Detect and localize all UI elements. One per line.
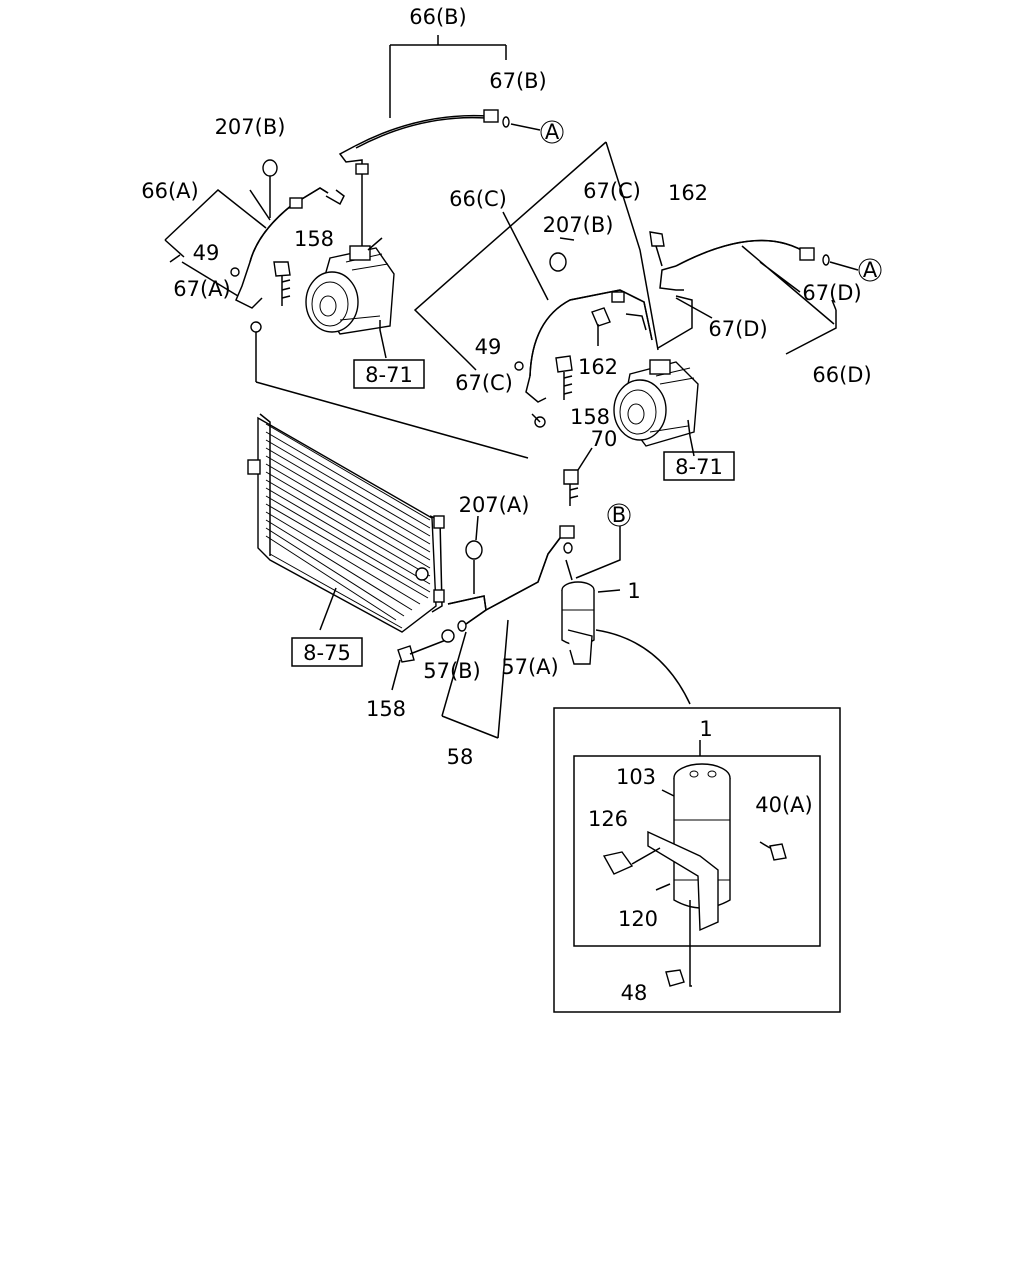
callout-a-right: A (858, 258, 882, 282)
callout-b: B (607, 503, 631, 527)
label-158-bottom: 158 (366, 697, 406, 721)
label-67d-mid: 67(D) (708, 317, 767, 341)
label-58: 58 (447, 745, 474, 769)
compressor-right (613, 359, 699, 457)
label-57a: 57(A) (501, 655, 558, 679)
label-48: 48 (621, 981, 648, 1005)
label-67d-right: 67(D) (802, 281, 861, 305)
detail-box (553, 707, 841, 1013)
bolt-162-mid (591, 307, 611, 346)
label-207a: 207(A) (459, 493, 530, 517)
label-207b-mid: 207(B) (543, 213, 614, 237)
ref-box-8-71-right: 8-71 (663, 451, 735, 481)
label-40a: 40(A) (755, 793, 812, 817)
bolt-158-bottom (391, 629, 455, 691)
leader-67a (255, 381, 529, 459)
label-162-mid: 162 (578, 355, 618, 379)
label-67b: 67(B) (489, 69, 547, 93)
label-70: 70 (591, 427, 618, 451)
ref-8-71-right: 8-71 (675, 455, 723, 479)
compressor-left (305, 237, 395, 359)
label-49-mid: 49 (475, 335, 502, 359)
label-detail-1: 1 (699, 717, 712, 741)
callout-a-label: A (545, 120, 560, 144)
label-126: 126 (588, 807, 628, 831)
label-67a: 67(A) (173, 277, 230, 301)
label-207b-left: 207(B) (215, 115, 286, 139)
callout-b-label: B (612, 503, 626, 527)
label-1: 1 (627, 579, 640, 603)
hose-66a (164, 159, 345, 382)
label-66c: 66(C) (449, 187, 507, 211)
hose-66d (649, 231, 859, 355)
label-162-top: 162 (668, 181, 708, 205)
label-158-top: 158 (294, 227, 334, 251)
label-49-left: 49 (193, 241, 220, 265)
label-120: 120 (618, 907, 658, 931)
pipes-57-58 (441, 515, 575, 739)
receiver-drier (561, 526, 691, 705)
label-57b: 57(B) (423, 659, 481, 683)
callout-a-top: A (540, 120, 564, 144)
label-158-mid: 158 (570, 405, 610, 429)
ref-8-75: 8-75 (303, 641, 351, 665)
ref-8-71-left: 8-71 (365, 363, 413, 387)
bolt-158-top (273, 261, 291, 306)
labels: 66(B) 67(B) 207(B) 66(A) 49 158 67(A) 66… (141, 5, 871, 1005)
ref-box-8-71-left: 8-71 (353, 359, 425, 389)
label-66d: 66(D) (812, 363, 871, 387)
bolt-70 (563, 447, 593, 506)
label-67c-top: 67(C) (583, 179, 641, 203)
condenser (247, 413, 445, 633)
label-103: 103 (616, 765, 656, 789)
callout-a-label: A (863, 258, 878, 282)
hose-66c (413, 141, 659, 428)
label-66b: 66(B) (409, 5, 467, 29)
hose-66b (338, 35, 541, 250)
ref-box-8-75: 8-75 (291, 637, 363, 667)
bolt-158-mid (555, 355, 573, 400)
label-67c-mid: 67(C) (455, 371, 513, 395)
label-66a: 66(A) (141, 179, 198, 203)
